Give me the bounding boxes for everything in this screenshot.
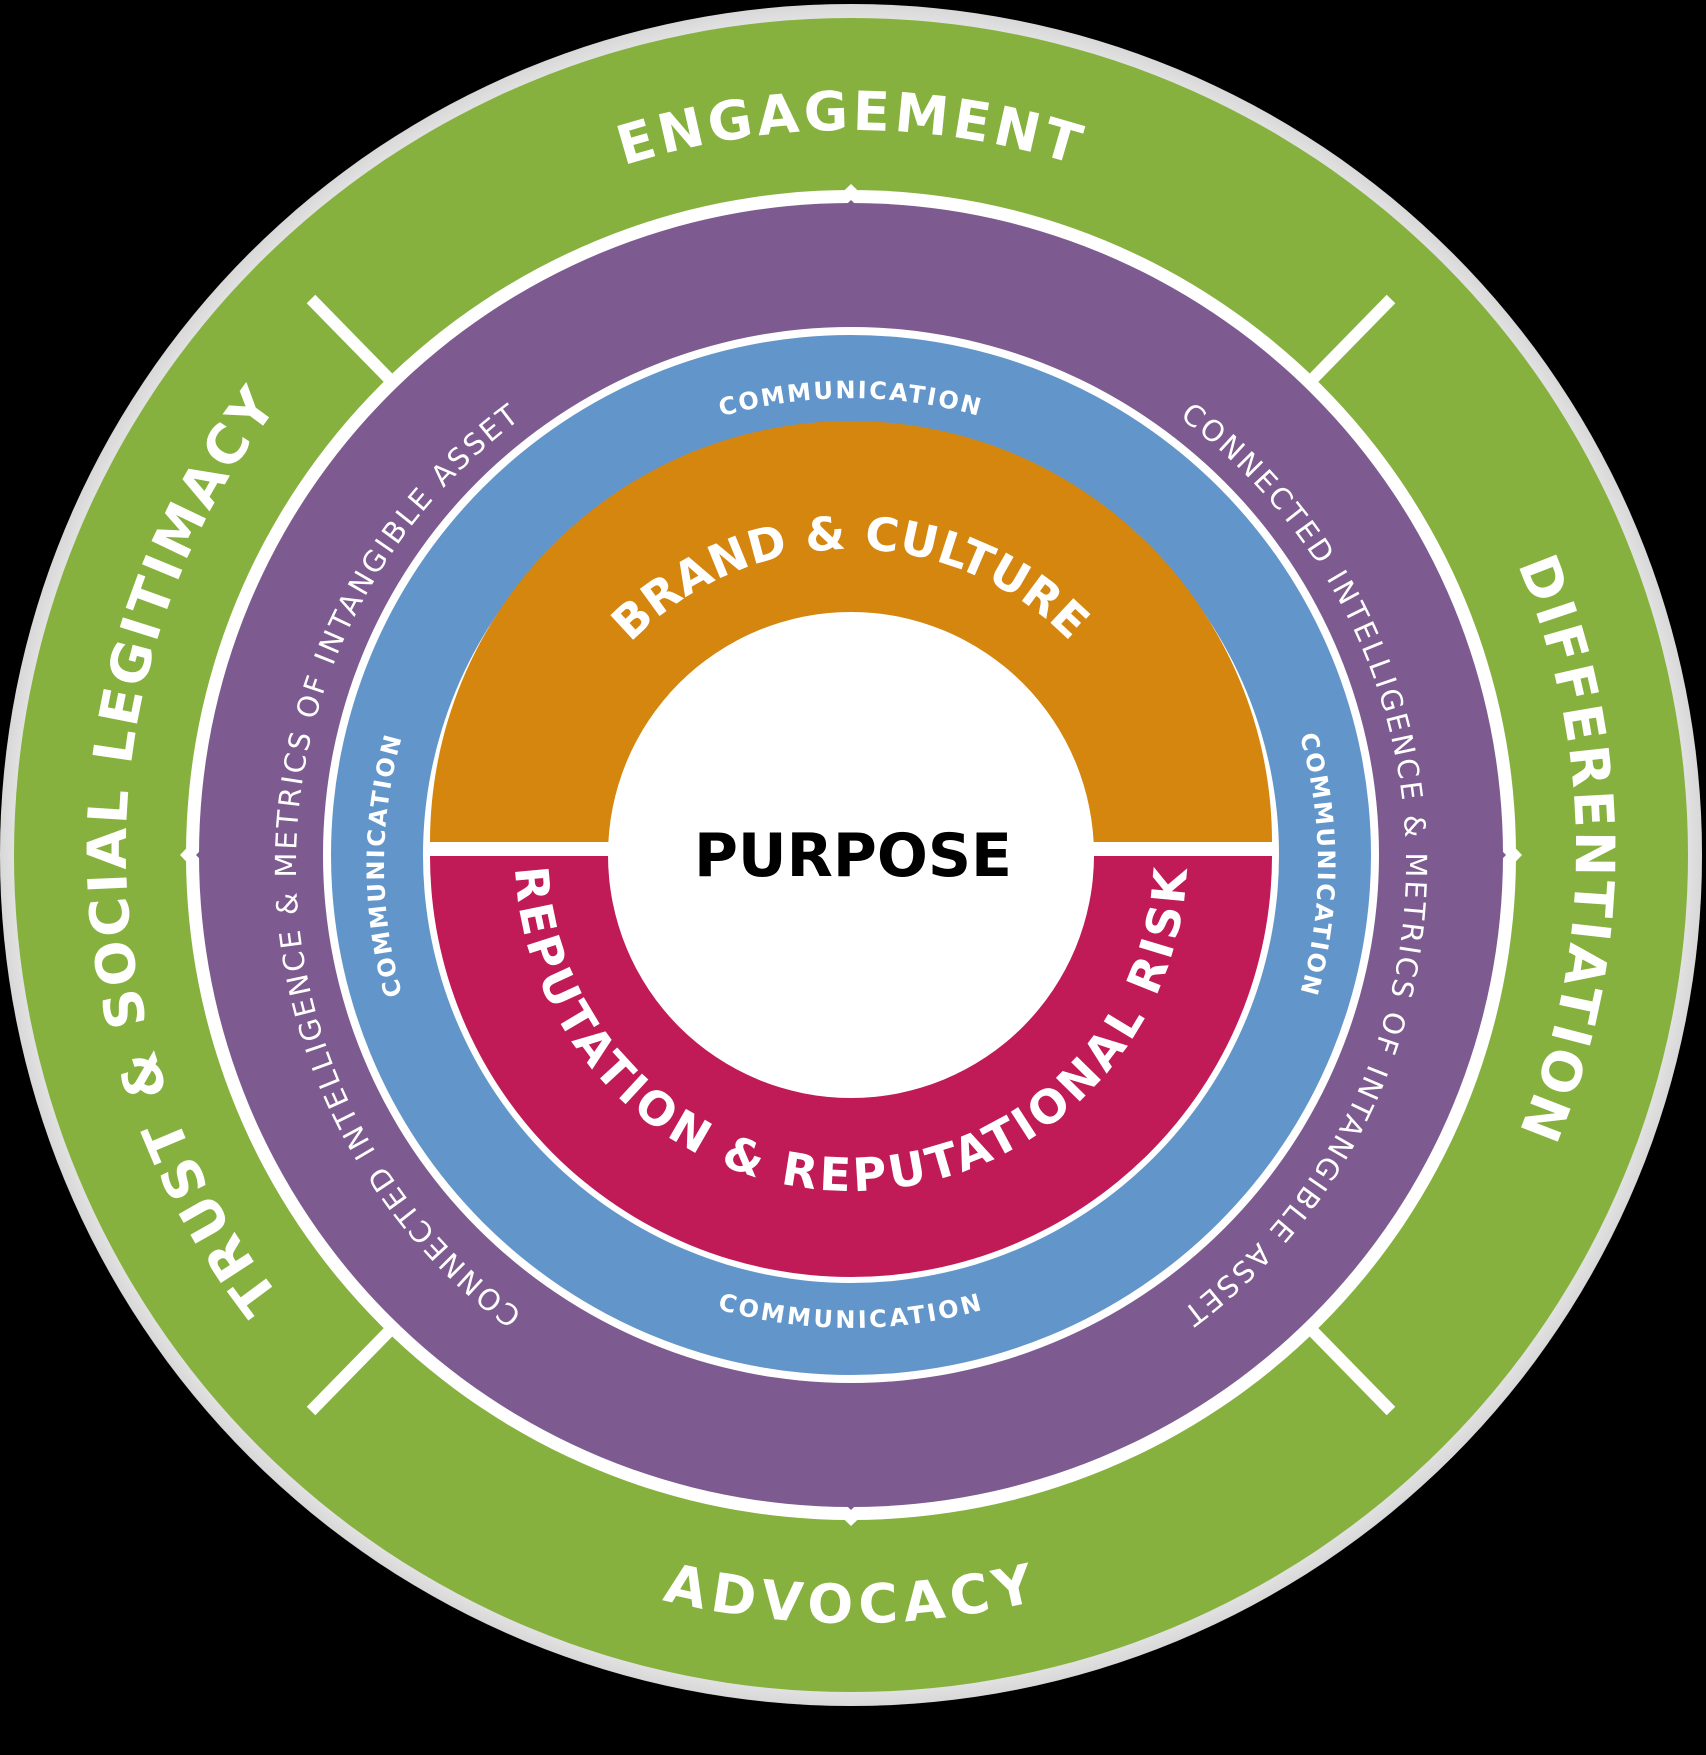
purple-arrow-tips bbox=[196, 200, 1506, 1510]
purpose-label: PURPOSE bbox=[694, 821, 1012, 891]
center-circle bbox=[608, 612, 1094, 1098]
green-ring-dividers bbox=[306, 294, 1396, 1416]
